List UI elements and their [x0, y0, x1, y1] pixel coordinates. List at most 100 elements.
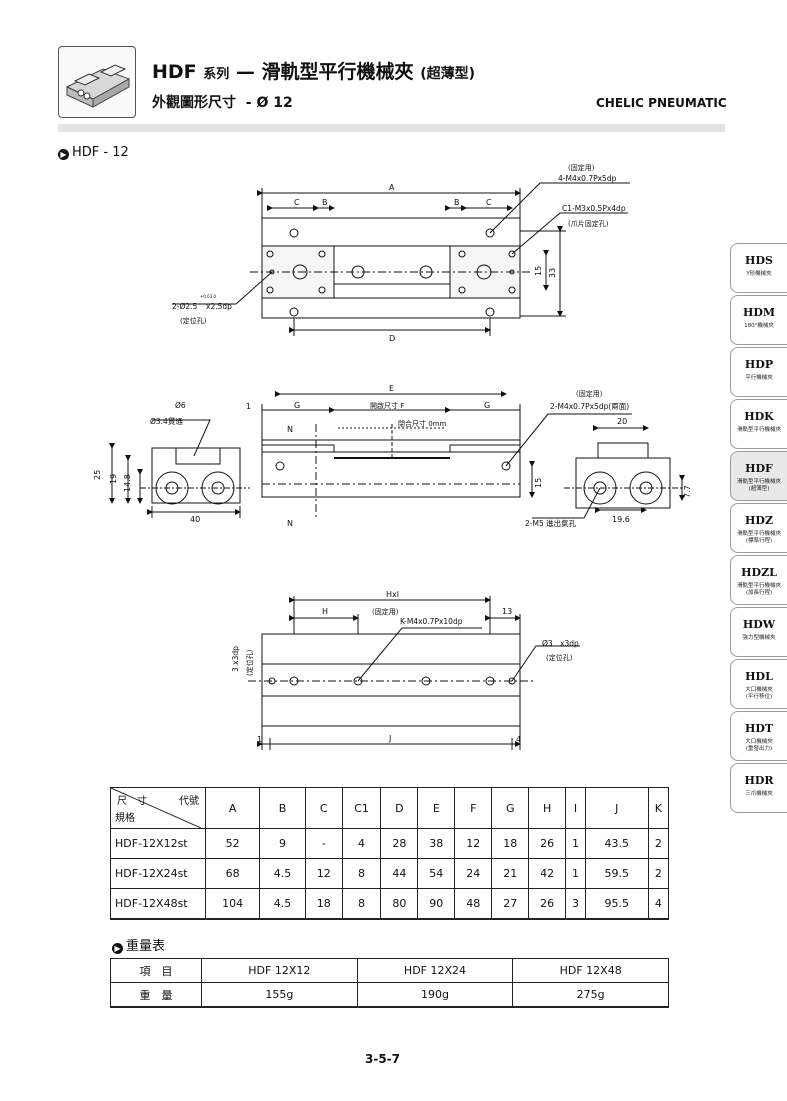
- dim-33: 33: [548, 268, 557, 278]
- air-port: 2-M5 進出氣孔: [525, 518, 577, 528]
- corner-top: 尺 寸: [117, 796, 147, 807]
- weight-label-cell: 重 量: [110, 982, 202, 1008]
- value-cell: 12: [304, 858, 343, 889]
- close-dim: 閉合尺寸 0mm: [398, 419, 446, 428]
- value-cell: 2: [647, 858, 670, 889]
- brand-name: CHELIC PNEUMATIC: [596, 96, 727, 110]
- value-cell: 38: [417, 828, 456, 859]
- tab-hdm[interactable]: HDM 180°機械夾: [730, 295, 787, 345]
- page-number: 3-5-7: [365, 1052, 401, 1066]
- value-cell: 42: [528, 858, 567, 889]
- tab-hdt[interactable]: HDT 大口機械夾 (重發出力): [730, 711, 787, 761]
- section-label: HDF - 12: [72, 145, 129, 160]
- tab-code: HDM: [742, 306, 776, 319]
- tab-description: 滑軌型平行機械夾 (加長行程): [736, 583, 781, 596]
- header-b: B: [259, 787, 306, 829]
- weight-value: 275g: [512, 982, 669, 1008]
- dim-hxi: Hxl: [386, 590, 399, 599]
- value-cell: 3: [565, 888, 586, 920]
- value-cell: 54: [417, 858, 456, 889]
- tab-hdk[interactable]: HDK 滑軌型平行機械夾: [730, 399, 787, 449]
- screw-spec-bottom: K-M4x0.7Px10dp: [400, 617, 463, 626]
- weight-model: HDF 12X12: [201, 958, 358, 983]
- dim-j: J: [388, 734, 391, 743]
- weight-heading: ▶重量表: [112, 935, 165, 954]
- page-title: HDF 系列 — 滑軌型平行機械夾 (超薄型): [152, 57, 475, 84]
- tab-code: HDR: [744, 774, 774, 787]
- header-c1: C1: [341, 787, 382, 829]
- value-cell: 18: [491, 828, 530, 859]
- dim-b-right: B: [454, 198, 460, 207]
- value-cell: 59.5: [584, 858, 649, 889]
- tab-description: 大口機械夾 (平行移位): [745, 687, 773, 700]
- tab-code: HDZ: [745, 514, 773, 527]
- section-n-top: N: [287, 425, 293, 434]
- header-divider: [58, 124, 725, 132]
- dim-g-right: G: [484, 401, 490, 410]
- fix-note-side: (固定用): [576, 389, 603, 398]
- tab-code: HDW: [742, 618, 776, 631]
- tab-description: 強力型機械夾: [742, 635, 776, 641]
- section-heading: ▶HDF - 12: [58, 145, 129, 160]
- dim-19: 19: [109, 474, 118, 484]
- value-cell: 4: [647, 888, 670, 920]
- pin-spec-left: 3 x3dp: [231, 646, 240, 672]
- tab-code: HDK: [744, 410, 774, 423]
- value-cell: 52: [204, 828, 261, 859]
- value-cell: 4.5: [259, 888, 306, 920]
- header-f: F: [454, 787, 493, 829]
- subtitle-dash: -: [245, 95, 252, 111]
- header-j: J: [584, 787, 649, 829]
- dim-e: E: [389, 384, 394, 393]
- tab-description: 180°機械夾: [744, 323, 774, 329]
- pin-note-left: (定位孔): [245, 649, 254, 676]
- corner-bottom: 規格: [115, 813, 135, 824]
- value-cell: 21: [491, 858, 530, 889]
- left-end-view: [151, 447, 241, 504]
- dim-d: D: [389, 334, 395, 343]
- tab-description: 大口機械夾 (重發出力): [745, 739, 773, 752]
- tab-code: HDT: [744, 722, 774, 735]
- dim-15-top: 15: [534, 266, 543, 276]
- value-cell: 48: [454, 888, 493, 920]
- tab-description: 平行機械夾: [745, 375, 773, 381]
- tab-hdw[interactable]: HDW 強力型機械夾: [730, 607, 787, 657]
- pin-spec-right: Ø3: [542, 639, 553, 648]
- dim-one-bottom: 1: [257, 735, 262, 744]
- dim-40: 40: [190, 515, 200, 524]
- jaw-note: (爪片固定孔): [568, 219, 609, 228]
- item-label: 項 目: [110, 958, 202, 983]
- tab-hdl[interactable]: HDL 大口機械夾 (平行移位): [730, 659, 787, 709]
- subtitle-size: Ø 12: [256, 95, 293, 111]
- value-cell: 24: [454, 858, 493, 889]
- value-cell: 26: [528, 828, 567, 859]
- screw-spec-side: 2-M4x0.7Px5dp(兩面): [550, 402, 629, 411]
- bottom-view-body: [261, 633, 521, 727]
- header-a: A: [204, 787, 261, 829]
- corner-diagonal: [111, 788, 201, 828]
- value-cell: 80: [380, 888, 419, 920]
- tab-description: 滑軌型平行機械夾: [736, 427, 781, 433]
- value-cell: 18: [304, 888, 343, 920]
- value-cell: 12: [454, 828, 493, 859]
- dim-20: 20: [617, 417, 627, 426]
- value-cell: 28: [380, 828, 419, 859]
- tab-code: HDL: [745, 670, 773, 683]
- dim-19-6: 19.6: [612, 515, 630, 524]
- header-i: I: [565, 787, 586, 829]
- weight-value: 190g: [356, 982, 514, 1008]
- value-cell: 1: [565, 828, 586, 859]
- model-cell: HDF-12X24st: [110, 858, 206, 889]
- play-icon: ▶: [58, 149, 69, 160]
- tab-description: Y形機械夾: [746, 271, 772, 277]
- subtitle-text: 外觀圖形尺寸: [152, 95, 236, 111]
